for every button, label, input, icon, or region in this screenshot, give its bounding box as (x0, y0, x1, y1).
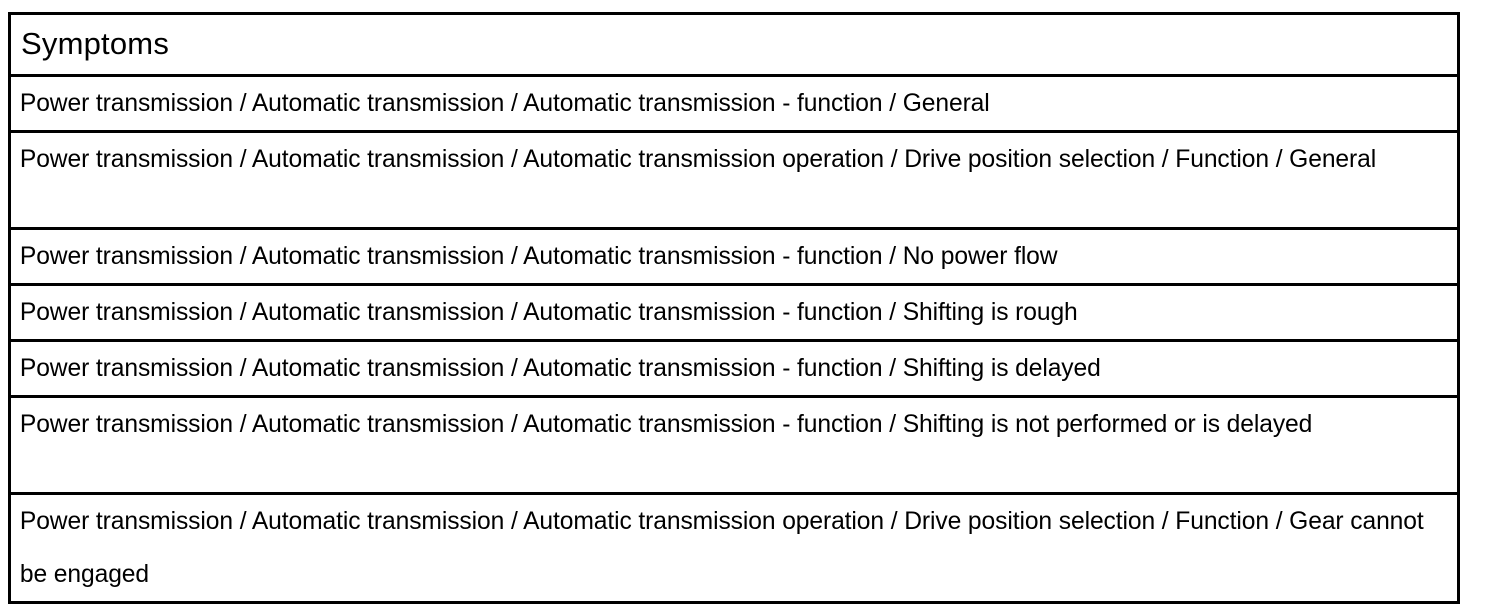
table-row: Power transmission / Automatic transmiss… (8, 339, 1460, 398)
symptom-path-text: Power transmission / Automatic transmiss… (19, 298, 1078, 326)
table-row: Power transmission / Automatic transmiss… (8, 395, 1460, 495)
symptom-path-text: Power transmission / Automatic transmiss… (19, 410, 1313, 438)
symptom-path-text: Power transmission / Automatic transmiss… (19, 89, 990, 117)
symptom-cell: Power transmission / Automatic transmiss… (8, 339, 1460, 398)
symptom-cell: Power transmission / Automatic transmiss… (8, 227, 1460, 286)
symptom-cell: Power transmission / Automatic transmiss… (8, 74, 1460, 133)
symptom-path-text: Power transmission / Automatic transmiss… (19, 242, 1058, 270)
table-row: Power transmission / Automatic transmiss… (8, 492, 1460, 604)
symptom-cell: Power transmission / Automatic transmiss… (8, 492, 1460, 604)
table-row: Power transmission / Automatic transmiss… (8, 283, 1460, 342)
symptoms-table: Symptoms Power transmission / Automatic … (8, 12, 1460, 604)
symptom-path-text: Power transmission / Automatic transmiss… (19, 145, 1377, 173)
symptom-path-text: Power transmission / Automatic transmiss… (19, 354, 1101, 382)
symptom-cell: Power transmission / Automatic transmiss… (8, 130, 1460, 230)
symptoms-table-body: Symptoms Power transmission / Automatic … (8, 12, 1460, 604)
symptom-cell: Power transmission / Automatic transmiss… (8, 283, 1460, 342)
symptom-cell: Power transmission / Automatic transmiss… (8, 395, 1460, 495)
table-header-cell: Symptoms (8, 12, 1460, 77)
table-row: Power transmission / Automatic transmiss… (8, 227, 1460, 286)
table-header-row: Symptoms (8, 12, 1460, 77)
table-row: Power transmission / Automatic transmiss… (8, 130, 1460, 230)
column-header-symptoms: Symptoms (21, 26, 170, 61)
symptom-path-text: Power transmission / Automatic transmiss… (19, 507, 1424, 588)
table-row: Power transmission / Automatic transmiss… (8, 74, 1460, 133)
